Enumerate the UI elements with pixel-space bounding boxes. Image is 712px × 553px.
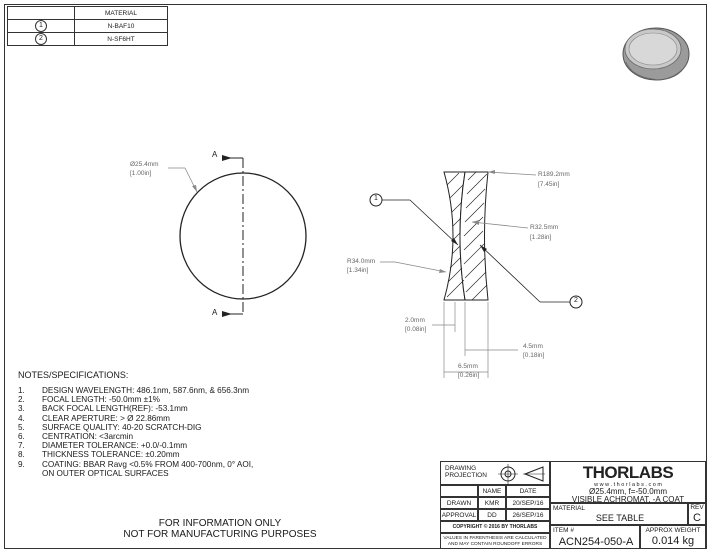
note-item: 8.THICKNESS TOLERANCE: ±0.20mm: [18, 450, 180, 460]
material-name: N-SF6HT: [74, 32, 168, 46]
section-label-top: A: [212, 150, 218, 159]
diameter-label-mm: Ø25.4mm: [130, 161, 159, 168]
note-item: 1.DESIGN WAVELENGTH: 486.1nm, 587.6nm, &…: [18, 386, 250, 395]
note-item: 3.BACK FOCAL LENGTH(REF): -53.1mm: [18, 404, 188, 414]
values-note: VALUES IN PARENTHESIS ARE CALCULATED AND…: [440, 533, 550, 549]
title-block: DRAWING PROJECTION NAME DATE DRAWN KMR 2…: [440, 461, 706, 549]
radius-2-mm: R32.5mm: [530, 224, 559, 231]
item-value: ACN254-050-A: [558, 536, 634, 548]
thickness-3-mm: 6.5mm: [458, 363, 478, 370]
drawn-name: KMR: [478, 497, 506, 509]
section-arrow-top: [222, 155, 232, 161]
drawn-date: 20/SEP/16: [506, 497, 550, 509]
item-label: ITEM #: [553, 527, 574, 534]
thorlabs-logo: THORLABS: [582, 463, 674, 482]
callout-2-label: 2: [574, 297, 578, 304]
thickness-2-mm: 4.5mm: [523, 343, 543, 350]
approval-label: APPROVAL: [440, 509, 478, 521]
thickness-3-in: [0.26in]: [458, 372, 480, 379]
description-line-2: VISIBLE ACHROMAT, -A COAT: [571, 495, 685, 504]
approval-name: DD: [478, 509, 506, 521]
note-item: 5.SURFACE QUALITY: 40-20 SCRATCH-DIG: [18, 422, 202, 432]
thickness-1-mm: 2.0mm: [405, 317, 425, 324]
drawing-views: [168, 155, 583, 378]
notes-list: 1.DESIGN WAVELENGTH: 486.1nm, 587.6nm, &…: [18, 386, 253, 478]
thickness-1-in: [0.08in]: [405, 326, 427, 333]
name-header: NAME: [478, 485, 506, 497]
material-label: MATERIAL: [553, 505, 586, 512]
radius-1-mm: R189.2mm: [538, 171, 570, 178]
weight-label: APPROX WEIGHT: [645, 527, 701, 534]
note-item: 2.FOCAL LENGTH: -50.0mm ±1%: [18, 395, 160, 405]
material-table-row: 2 N-SF6HT: [7, 32, 168, 46]
copyright: COPYRIGHT © 2016 BY THORLABS: [440, 521, 550, 533]
date-header: DATE: [506, 485, 550, 497]
projection-symbol-icon: [498, 464, 545, 484]
note-item: 4.CLEAR APERTURE: > Ø 22.86mm: [18, 413, 170, 423]
radius-3-in: [1.34in]: [347, 267, 369, 274]
callout-number: 1: [35, 20, 47, 32]
weight-value: 0.014 kg: [651, 535, 695, 547]
description-line-1: Ø25.4mm, f=-50.0mm: [588, 487, 668, 496]
note-item: 6.CENTRATION: <3arcmin: [18, 432, 134, 442]
diameter-label-in: [1.00in]: [130, 170, 152, 177]
disclaimer: FOR INFORMATION ONLY NOT FOR MANUFACTURI…: [123, 518, 317, 540]
notes-title: NOTES/SPECIFICATIONS:: [18, 370, 129, 380]
approval-date: 26/SEP/16: [506, 509, 550, 521]
section-label-bottom: A: [212, 308, 218, 317]
material-table: MATERIAL 1 N-BAF10 2 N-SF6HT: [7, 6, 168, 46]
note-item: 7.DIAMETER TOLERANCE: +0.0/-0.1mm: [18, 441, 188, 451]
drawing-projection-label: DRAWING PROJECTION: [445, 465, 487, 479]
radius-3-mm: R34.0mm: [347, 258, 376, 265]
rev-label: REV: [690, 504, 704, 511]
note-item: 9.COATING: BBAR Ravg <0.5% FROM 400-700n…: [18, 459, 254, 469]
lens-3d-thumbnail: [622, 27, 690, 81]
material-value: SEE TABLE: [595, 513, 645, 523]
thickness-2-in: [0.18in]: [523, 352, 545, 359]
lens-section-view: [443, 171, 489, 301]
radius-1-in: [7.45in]: [538, 181, 560, 188]
website: w w w . t h o r l a b s . c o m: [594, 482, 662, 488]
radius-2-in: [1.28in]: [530, 234, 552, 241]
drawing-border: [4, 4, 707, 549]
rev-value: C: [693, 512, 701, 524]
callout-number: 2: [35, 33, 47, 45]
drawn-label: DRAWN: [440, 497, 478, 509]
callout-1-label: 1: [374, 195, 378, 202]
note-item: ON OUTER OPTICAL SURFACES: [42, 468, 169, 478]
section-arrow-bottom: [222, 311, 232, 317]
